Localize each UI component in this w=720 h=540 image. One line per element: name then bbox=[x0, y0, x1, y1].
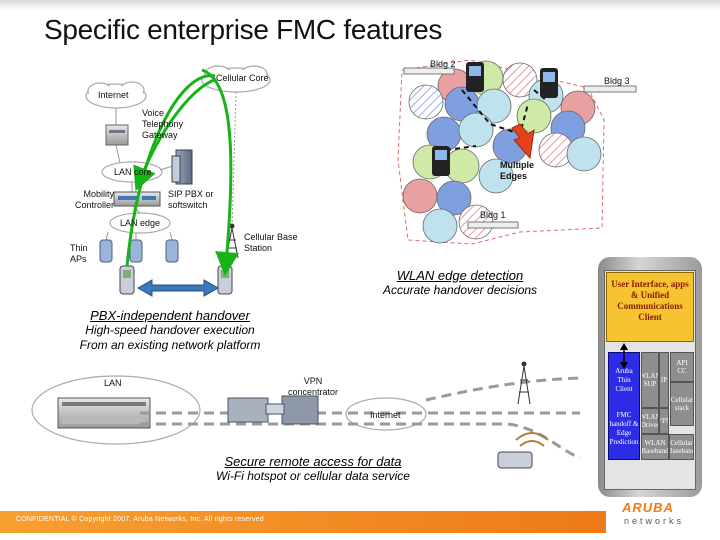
handover-double-arrow bbox=[136, 279, 220, 297]
wifi-access-point-icon bbox=[497, 432, 549, 469]
footer-bar: CONFIDENTIAL © Copyright 2007. Aruba Net… bbox=[0, 511, 606, 533]
caption-pbx-line1: High-speed handover execution bbox=[85, 323, 255, 337]
aruba-client-box: Aruba Thin Client FMC handoff & Edge Pre… bbox=[608, 352, 640, 460]
label-lan-core: LAN core bbox=[114, 167, 152, 177]
building-markers bbox=[403, 67, 637, 229]
caption-remote-sub: Wi-Fi hotspot or cellular data service bbox=[216, 469, 410, 483]
stack-wlan-sup: WLAN SUP bbox=[641, 352, 659, 408]
caption-secure-remote: Secure remote access for data Wi-Fi hots… bbox=[200, 454, 426, 484]
aruba-thin-client-label: Aruba Thin Client bbox=[615, 367, 633, 393]
stack-cellular: Cellular stack bbox=[670, 382, 694, 426]
footer: CONFIDENTIAL © Copyright 2007. Aruba Net… bbox=[0, 503, 720, 540]
caption-wlan-sub: Accurate handover decisions bbox=[382, 283, 538, 297]
bottom-cell-tower-icon bbox=[517, 361, 531, 405]
label-bldg3: Bldg 3 bbox=[604, 76, 630, 86]
top-gradient-bar bbox=[0, 0, 720, 10]
green-handover-arrows bbox=[125, 68, 240, 276]
label-internet-bottom: Internet bbox=[370, 410, 401, 420]
slide-title: Specific enterprise FMC features bbox=[44, 14, 443, 45]
label-multiple-edges: Multiple Edges bbox=[500, 160, 534, 181]
label-bldg2: Bldg 2 bbox=[430, 59, 456, 69]
label-voice-gateway: Voice Telephony Gateway bbox=[142, 108, 184, 140]
label-cellular-base-station: Cellular Base Station bbox=[244, 232, 298, 253]
stack-api-cc: API CC bbox=[670, 352, 694, 382]
cloud-internet bbox=[85, 81, 147, 109]
label-mobility-controller: Mobility Controller bbox=[74, 189, 114, 210]
stack-wlan-driver: WLAN Driver bbox=[641, 408, 659, 434]
handset-left bbox=[119, 265, 135, 295]
caption-wlan-head: WLAN edge detection bbox=[396, 268, 524, 283]
stack-vpn: VPN bbox=[659, 408, 669, 434]
caption-wlan-edge: WLAN edge detection Accurate handover de… bbox=[360, 268, 560, 298]
label-lan-edge: LAN edge bbox=[120, 218, 161, 228]
caption-remote-head: Secure remote access for data bbox=[224, 454, 402, 469]
vpn-concentrator-device bbox=[227, 395, 319, 425]
aruba-logo-sub: networks bbox=[624, 516, 685, 526]
label-internet: Internet bbox=[98, 90, 129, 100]
aruba-handoff-label: FMC handoff & Edge Prediction bbox=[609, 411, 639, 446]
wlan-coverage-cells bbox=[402, 60, 602, 244]
cloud-lan-edge bbox=[109, 212, 171, 234]
multiple-edges-arrow bbox=[511, 123, 535, 160]
aruba-logo: ARUBA bbox=[622, 500, 674, 515]
label-cellular-core: Cellular Core bbox=[216, 73, 269, 83]
stack-ip: IP bbox=[659, 352, 669, 408]
footer-confidential: CONFIDENTIAL © Copyright 2007. Aruba Net… bbox=[16, 516, 264, 523]
map-phones bbox=[432, 62, 558, 176]
label-lan: LAN bbox=[104, 378, 122, 388]
label-sip-pbx: SIP PBX or softswitch bbox=[168, 189, 214, 210]
lan-chassis-device bbox=[57, 397, 151, 429]
label-vpn-concentrator: VPN concentrator bbox=[287, 376, 339, 397]
caption-pbx-line2: From an existing network platform bbox=[79, 338, 261, 352]
caption-pbx-handover: PBX-independent handover High-speed hand… bbox=[70, 308, 270, 353]
stack-wlan-baseband: WLAN Baseband bbox=[641, 434, 669, 460]
caption-pbx-head: PBX-independent handover bbox=[90, 308, 250, 323]
ui-apps-box: User Interface, apps & Unified Communica… bbox=[606, 272, 694, 342]
sip-pbx-server bbox=[171, 149, 193, 185]
label-thin-aps: Thin APs bbox=[70, 243, 88, 264]
voice-gateway-device bbox=[105, 124, 129, 146]
label-bldg1: Bldg 1 bbox=[480, 210, 506, 220]
thin-ap-devices bbox=[99, 239, 179, 263]
stack-cellular-baseband: Cellular Baseband bbox=[669, 434, 694, 460]
cell-edge-dashes bbox=[445, 89, 547, 151]
